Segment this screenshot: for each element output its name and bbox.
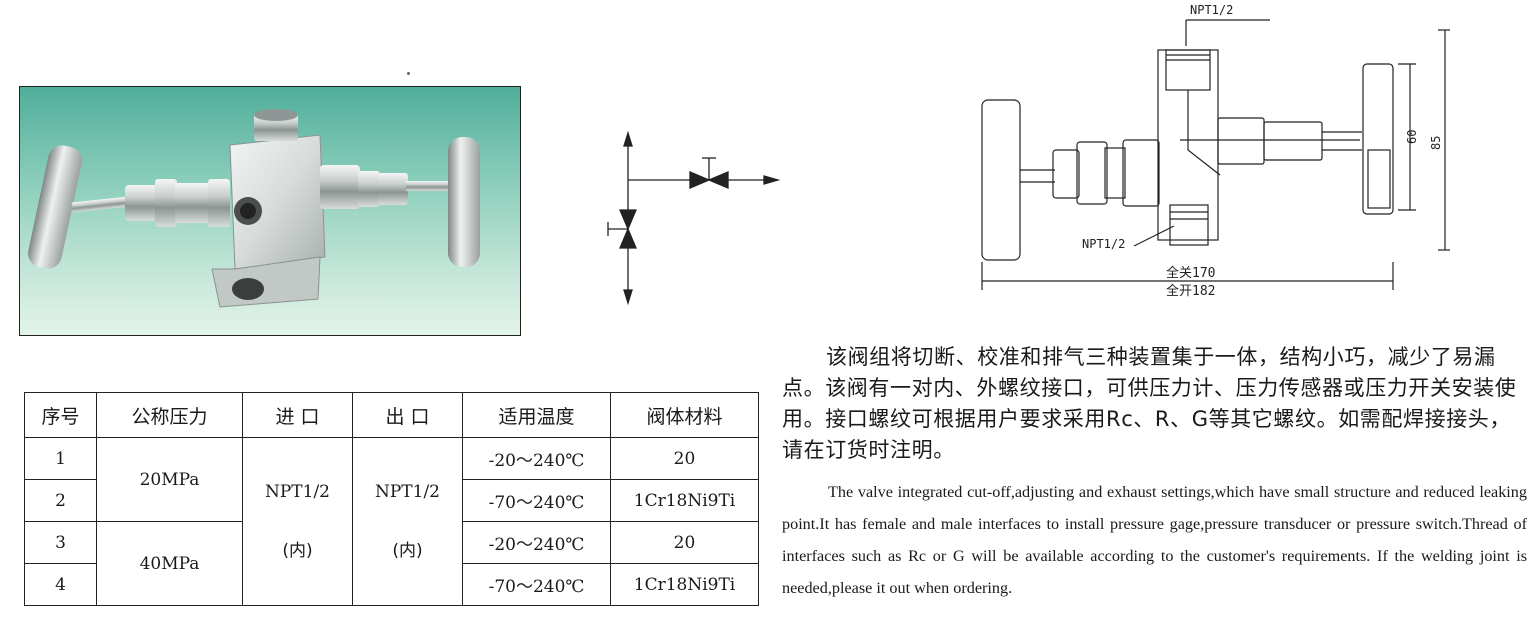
- cell-material: 20: [610, 521, 759, 564]
- cell-temperature: -20～240℃: [462, 521, 611, 564]
- outlet-thread: NPT1/2: [374, 482, 440, 502]
- drawing-top-port-label: NPT1/2: [1190, 3, 1233, 17]
- cell-pressure: 20MPa: [96, 437, 243, 522]
- table-row: 4 -70～240℃ 1Cr18Ni9Ti: [24, 563, 759, 606]
- header-inlet: 进 口: [242, 392, 353, 438]
- table-row: 1 20MPa NPT1/2 (内) NPT1/2 (内) -20～240℃ 2…: [24, 437, 759, 606]
- valve-manifold-illustration: [28, 109, 480, 308]
- cell-material: 1Cr18Ni9Ti: [610, 563, 759, 606]
- cell-no: 3: [24, 521, 97, 564]
- technical-drawing: NPT1/2 NPT1/2 60 85 全关170 全开182: [981, 3, 1450, 299]
- valve-schematic-symbol: [607, 130, 781, 306]
- spec-table: 序号 公称压力 进 口 出 口 适用温度 阀体材料 1 20MPa NPT1/2…: [24, 392, 759, 606]
- cell-no: 1: [24, 437, 97, 480]
- header-outlet: 出 口: [352, 392, 463, 438]
- left-stem: [125, 179, 230, 227]
- cell-temperature: -70～240℃: [462, 479, 611, 522]
- cell-outlet: NPT1/2 (内): [352, 437, 463, 606]
- table-row: 3 40MPa -20～240℃ 20: [24, 521, 759, 606]
- table-row: 2 -70～240℃ 1Cr18Ni9Ti: [24, 479, 759, 522]
- cell-temperature: -20～240℃: [462, 437, 611, 480]
- header-pressure: 公称压力: [96, 392, 243, 438]
- header-temperature: 适用温度: [462, 392, 611, 438]
- inlet-type: (内): [282, 541, 313, 561]
- right-handle: [448, 137, 480, 267]
- drawing-dim-open: 全开182: [1166, 283, 1215, 299]
- cell-no: 2: [24, 479, 97, 522]
- left-handle: [28, 145, 143, 269]
- valve-body-block: [211, 109, 326, 308]
- header-material: 阀体材料: [610, 392, 759, 438]
- cell-material: 1Cr18Ni9Ti: [610, 479, 759, 522]
- description-chinese: 该阀组将切断、校准和排气三种装置集于一体，结构小巧，减少了易漏点。该阀有一对内、…: [782, 345, 1517, 462]
- cell-no: 4: [24, 563, 97, 606]
- drawing-dim-85: 85: [1429, 136, 1443, 150]
- drawing-dim-closed: 全关170: [1166, 265, 1215, 281]
- speck: [407, 72, 410, 75]
- cell-pressure: 40MPa: [96, 521, 243, 606]
- right-stem: [320, 165, 456, 209]
- outlet-type: (内): [392, 541, 423, 561]
- description-english: The valve integrated cut-off,adjusting a…: [782, 483, 1527, 597]
- inlet-thread: NPT1/2: [264, 482, 330, 502]
- cell-material: 20: [610, 437, 759, 480]
- cell-inlet: NPT1/2 (内): [242, 437, 353, 606]
- drawing-bottom-port-label: NPT1/2: [1082, 237, 1125, 251]
- product-photo: [19, 86, 521, 336]
- cell-temperature: -70～240℃: [462, 563, 611, 606]
- drawing-dim-60: 60: [1405, 130, 1419, 144]
- table-header-row: 序号 公称压力 进 口 出 口 适用温度 阀体材料: [24, 392, 759, 438]
- header-no: 序号: [24, 392, 97, 438]
